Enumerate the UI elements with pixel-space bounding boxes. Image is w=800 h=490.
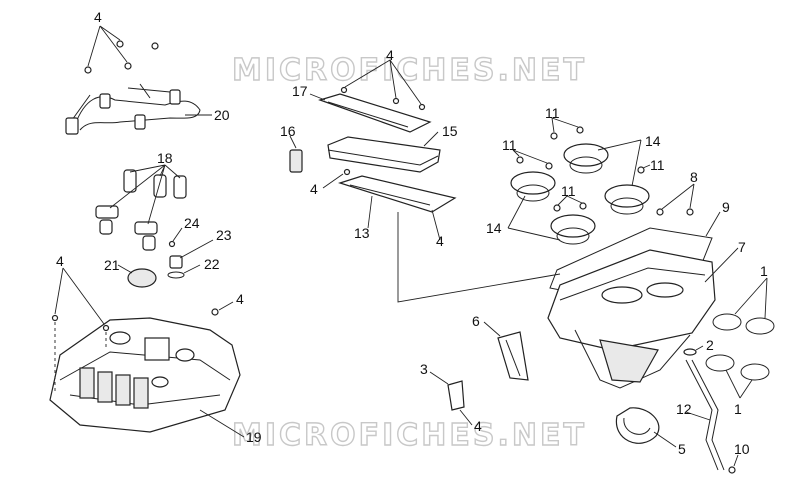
callout-11-c: 11	[650, 157, 665, 173]
callout-4-mid: 4	[386, 47, 394, 63]
callout-11-b: 11	[502, 137, 517, 153]
callout-4-right: 4	[436, 233, 444, 249]
callout-16: 16	[280, 123, 296, 139]
callout-21: 21	[104, 257, 120, 273]
callout-9: 9	[722, 199, 730, 215]
callout-4-filter: 4	[310, 181, 318, 197]
filter-assembly	[289, 59, 441, 173]
callout-19: 19	[246, 429, 262, 445]
callout-4-cover: 4	[236, 291, 244, 307]
callout-11-d: 11	[561, 183, 576, 199]
small-parts-left	[117, 227, 234, 316]
airbox-base	[547, 211, 739, 389]
callout-10: 10	[734, 441, 750, 457]
callout-23: 23	[216, 227, 232, 243]
callout-7: 7	[738, 239, 746, 255]
callout-5: 5	[678, 441, 686, 457]
callout-1-a: 1	[760, 263, 768, 279]
intake-funnels	[507, 117, 695, 245]
callout-8: 8	[690, 169, 698, 185]
boot-and-bracket	[429, 321, 677, 448]
callout-4-top: 4	[94, 9, 102, 25]
callout-1-b: 1	[734, 401, 742, 417]
callout-6: 6	[472, 313, 480, 329]
callout-2: 2	[706, 337, 714, 353]
injectors	[95, 164, 187, 251]
callout-14-a: 14	[645, 133, 661, 149]
callout-4-left: 4	[56, 253, 64, 269]
callout-4-bottom: 4	[474, 418, 482, 434]
watermark-bottom: MICROFICHES.NET	[232, 418, 587, 453]
airbox-cover	[49, 267, 245, 438]
callout-12: 12	[676, 401, 692, 417]
callout-3: 3	[420, 361, 428, 377]
callout-11-a: 11	[545, 105, 560, 121]
callout-22: 22	[204, 256, 220, 272]
fuel-rail	[65, 25, 212, 135]
callout-17: 17	[292, 83, 308, 99]
callout-15: 15	[442, 123, 458, 139]
callout-24: 24	[184, 215, 200, 231]
hose-and-clamps	[683, 277, 775, 474]
callout-14-b: 14	[486, 220, 502, 236]
callout-18: 18	[157, 150, 173, 166]
watermark-top: MICROFICHES.NET	[232, 53, 587, 88]
filter-base	[322, 168, 561, 303]
callout-13: 13	[354, 225, 370, 241]
callout-20: 20	[214, 107, 230, 123]
